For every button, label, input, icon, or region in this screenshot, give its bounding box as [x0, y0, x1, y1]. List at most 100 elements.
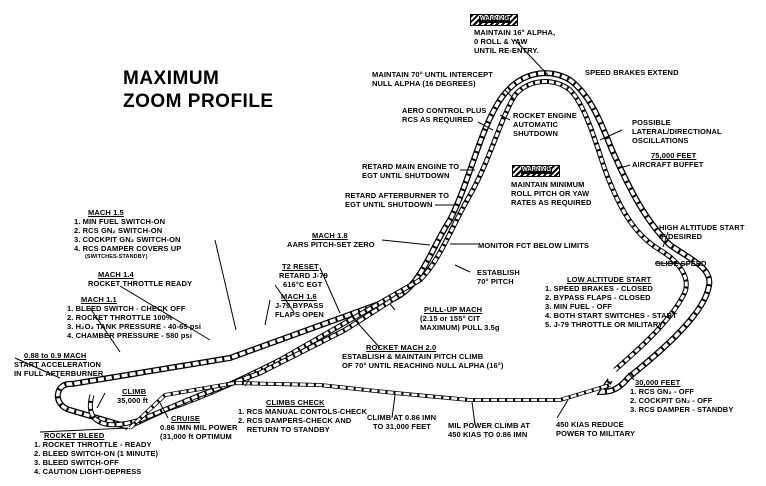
note-450-kias: 450 KIAS REDUCE POWER TO MILITARY	[556, 420, 635, 438]
note-heading: 30,000 FEET	[635, 378, 681, 387]
warning-badge-top: WARNING	[470, 14, 518, 26]
note-heading: CRUISE	[171, 414, 200, 423]
note-retard-afterburner: RETARD AFTERBURNER TO EGT UNTIL SHUTDOWN	[345, 191, 449, 209]
note-line: MAINTAIN 70° UNTIL INTERCEPT	[372, 70, 493, 79]
note-line: ESTABLISH & MAINTAIN PITCH CLIMB	[342, 352, 484, 361]
note-cruise: CRUISE 0.86 IMN MIL POWER (31,000 ft OPT…	[160, 414, 238, 441]
note-line: SHUTDOWN	[513, 129, 558, 138]
note-line: 1. RCS GN₂ - OFF	[630, 387, 695, 396]
note-line: RCS AS REQUIRED	[402, 115, 474, 124]
note-line: ROCKET ENGINE	[513, 111, 577, 120]
note-line: 0.86 IMN MIL POWER	[160, 423, 238, 432]
note-line: 4. RCS DAMPER COVERS UP	[74, 244, 182, 253]
note-line: IF DESIRED	[659, 232, 703, 241]
note-establish-70: ESTABLISH 70° PITCH	[477, 268, 520, 286]
warning-badge-middle: WARNING	[512, 165, 560, 177]
note-line: 2. BYPASS FLAPS - CLOSED	[545, 293, 651, 302]
note-line: 3. MIN FUEL - OFF	[545, 302, 612, 311]
note-heading: MACH 1.6	[281, 292, 317, 301]
note-line: RETARD J-79	[279, 271, 328, 280]
note-mach-1-6: MACH 1.6 J-79 BYPASS FLAPS OPEN	[275, 292, 324, 319]
note-heading: MACH 1.8	[312, 231, 348, 240]
note-line: OF 70° UNTIL REACHING NULL ALPHA (16°)	[342, 361, 504, 370]
note-line: IN FULL AFTERBURNER	[14, 369, 104, 378]
note-line: RETARD MAIN ENGINE TO	[362, 162, 460, 171]
note-rocket-mach-2: ROCKET MACH 2.0 ESTABLISH & MAINTAIN PIT…	[342, 343, 503, 370]
note-line: MAINTAIN MINIMUM	[511, 180, 585, 189]
note-line: 1. BLEED SWITCH - CHECK OFF	[67, 304, 186, 313]
note-line: 2. COCKPIT GN₂ - OFF	[630, 396, 713, 405]
note-line: 4. CAUTION LIGHT-DEPRESS	[34, 467, 142, 476]
note-speed-brakes: SPEED BRAKES EXTEND	[585, 68, 679, 77]
note-line: POSSIBLE	[632, 118, 671, 127]
note-heading: T2 RESET	[282, 262, 319, 271]
note-heading: CLIMB	[122, 387, 147, 396]
note-line: 5. J-79 THROTTLE OR MILITARY	[545, 320, 664, 329]
note-line: 450 KIAS REDUCE	[556, 420, 624, 429]
warning-label-middle: WARNING	[521, 167, 552, 174]
note-maintain-minimum: MAINTAIN MINIMUM ROLL PITCH OR YAW RATES…	[511, 180, 591, 207]
note-line: MAINTAIN 16° ALPHA,	[474, 28, 556, 37]
note-line: 2. RCS DAMPERS-CHECK AND	[238, 416, 352, 425]
note-line: OSCILLATIONS	[632, 136, 689, 145]
note-heading: MACH 1.1	[81, 295, 117, 304]
note-line: ROCKET THROTTLE READY	[88, 279, 193, 288]
note-heading: MACH 1.4	[98, 270, 134, 279]
note-line: RATES AS REQUIRED	[511, 198, 592, 207]
note-line: AUTOMATIC	[513, 120, 559, 129]
note-line: ESTABLISH	[477, 268, 520, 277]
note-heading: MACH 1.5	[88, 208, 124, 217]
note-heading: LOW ALTITUDE START	[567, 275, 652, 284]
note-rocket-bleed: ROCKET BLEED 1. ROCKET THROTTLE - READY …	[34, 431, 158, 476]
note-line: 1. MIN FUEL SWITCH-ON	[74, 217, 166, 226]
note-line: (SWITCHES-STANDBY)	[85, 254, 148, 260]
note-line: CLIMB AT 0.86 IMN	[367, 413, 437, 422]
note-line: 1. RCS MANUAL CONTOLS-CHECK	[238, 407, 368, 416]
note-line: 35,000 ft	[117, 396, 148, 405]
note-line: 450 KIAS TO 0.86 IMN	[448, 430, 528, 439]
note-line: HIGH ALTITUDE START	[659, 223, 745, 232]
note-line: UNTIL RE-ENTRY.	[474, 46, 539, 55]
note-line: 4. CHAMBER PRESSURE - 580 psi	[67, 331, 193, 340]
note-climb-at-086: CLIMB AT 0.86 IMN TO 31,000 FEET	[367, 413, 436, 431]
note-line: RETARD AFTERBURNER TO	[345, 191, 450, 200]
note-line: MIL POWER CLIMB AT	[448, 421, 531, 430]
note-line: TO 31,000 FEET	[373, 422, 431, 431]
note-line: 3. H₂O₂ TANK PRESSURE - 40-65 psi	[67, 322, 202, 331]
note-monitor-fct: MONITOR FCT BELOW LIMITS	[478, 241, 589, 250]
note-line: J-79 BYPASS	[275, 301, 324, 310]
note-start-acceleration: 0.88 to 0.9 MACH START ACCELERATION IN F…	[14, 351, 103, 378]
note-line: EGT UNTIL SHUTDOWN	[362, 171, 450, 180]
note-line: START ACCELERATION	[14, 360, 102, 369]
note-line: 616°C EGT	[283, 280, 323, 289]
note-line: 3. BLEED SWITCH-OFF	[34, 458, 119, 467]
note-line: (2.15 or 155° CIT	[420, 314, 481, 323]
note-heading: CLIMBS CHECK	[266, 398, 325, 407]
note-line: 2. ROCKET THROTTLE 100%	[67, 313, 173, 322]
note-mach-1-4: MACH 1.4 ROCKET THROTTLE READY	[88, 270, 192, 288]
note-line: RETURN TO STANDBY	[238, 425, 330, 434]
note-75000-feet: 75,000 FEET AIRCRAFT BUFFET	[632, 151, 704, 169]
note-climbs-check: CLIMBS CHECK 1. RCS MANUAL CONTOLS-CHECK…	[238, 398, 367, 434]
note-heading: 0.88 to 0.9 MACH	[24, 351, 87, 360]
note-line: FLAPS OPEN	[275, 310, 324, 319]
note-maintain-70: MAINTAIN 70° UNTIL INTERCEPT NULL ALPHA …	[372, 70, 493, 88]
note-line: 2. BLEED SWITCH-ON (1 MINUTE)	[34, 449, 159, 458]
note-mach-1-1: MACH 1.1 1. BLEED SWITCH - CHECK OFF 2. …	[67, 295, 201, 340]
note-heading: ROCKET MACH 2.0	[366, 343, 437, 352]
note-line: 3. RCS DAMPER - STANDBY	[630, 405, 734, 414]
note-line: AARS PITCH-SET ZERO	[287, 240, 375, 249]
note-t2-reset: T2 RESET RETARD J-79 616°C EGT	[279, 262, 328, 289]
note-30000-feet: 30,000 FEET 1. RCS GN₂ - OFF 2. COCKPIT …	[630, 378, 733, 414]
warning-label-top: WARNING	[479, 16, 510, 23]
diagram-title-line1: MAXIMUM	[123, 68, 220, 89]
note-heading: 75,000 FEET	[651, 151, 697, 160]
note-line: 2. RCS GN₂ SWITCH-ON	[74, 226, 163, 235]
note-mach-1-5: MACH 1.5 1. MIN FUEL SWITCH-ON 2. RCS GN…	[74, 208, 181, 262]
note-heading: PULL-UP MACH	[424, 305, 483, 314]
leader-lines	[14, 39, 691, 433]
note-line: 3. COCKPIT GN₂ SWITCH-ON	[74, 235, 181, 244]
note-maintain-16-alpha: MAINTAIN 16° ALPHA, 0 ROLL & YAW UNTIL R…	[474, 28, 555, 55]
